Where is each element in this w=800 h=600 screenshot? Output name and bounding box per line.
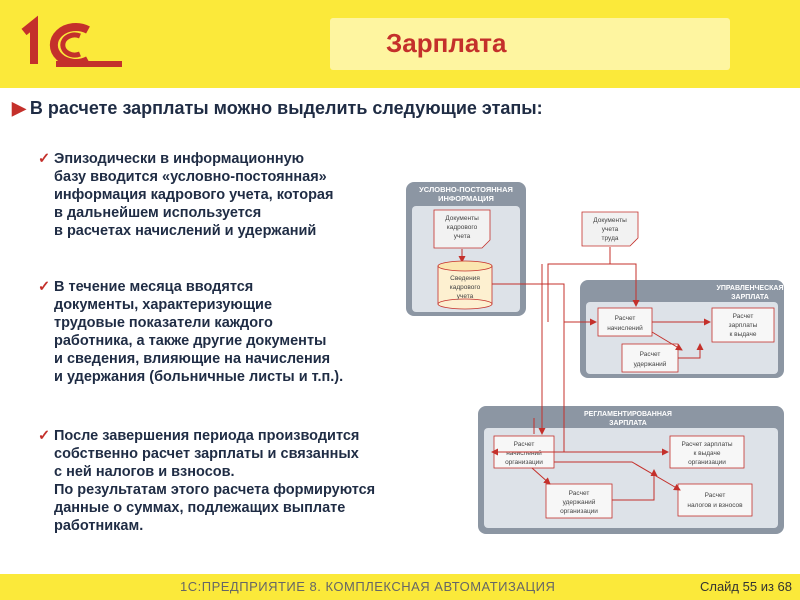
mgmt-deductions-line: Расчет xyxy=(640,351,661,358)
bullet-3-line: собственно расчет зарплаты и связанных xyxy=(54,446,359,462)
reg-deductions-line: организации xyxy=(560,508,598,515)
management-panel-title-line: УПРАВЛЕНЧЕСКАЯ xyxy=(716,285,783,292)
reg-accruals-line: начислений xyxy=(506,449,542,457)
reg-taxes-line: Расчет xyxy=(705,492,726,499)
reg-taxes-box: Расчет налогов и взносов xyxy=(677,483,753,517)
reg-payout-box: Расчет зарплаты к выдаче организации xyxy=(669,435,745,469)
title-panel: Зарплата xyxy=(330,18,730,70)
regulated-panel-title-line: РЕГЛАМЕНТИРОВАННАЯ xyxy=(584,411,672,418)
mgmt-payout-line: зарплаты xyxy=(729,322,758,329)
reg-deductions-line: удержаний xyxy=(563,498,596,506)
mgmt-accruals-line: Расчет xyxy=(615,315,636,322)
checkmark-icon: ✓ xyxy=(38,428,51,444)
checkmark-icon: ✓ xyxy=(38,151,51,167)
labor-documents-line: Документы xyxy=(593,217,627,224)
diagram-connectors xyxy=(491,247,711,501)
hr-documents-box: Документы кадрового учета xyxy=(433,209,491,249)
hr-database-line: Сведения xyxy=(450,275,480,282)
bullet-1-line: информация кадрового учета, которая xyxy=(54,187,334,203)
checkmark-icon: ✓ xyxy=(38,279,51,295)
labor-documents-box: Документы учета труда xyxy=(581,211,639,247)
mgmt-accruals-box: Расчет начислений xyxy=(597,307,653,337)
hr-documents-line: учета xyxy=(454,233,471,240)
slide-header: Зарплата xyxy=(0,0,800,88)
1c-logo-icon xyxy=(21,15,122,67)
bullet-1: ✓ Эпизодически в информационную базу вво… xyxy=(38,150,418,240)
reg-payout-line: Расчет зарплаты xyxy=(681,441,732,448)
slide-title: Зарплата xyxy=(386,28,507,58)
info-panel-title-line: УСЛОВНО-ПОСТОЯННАЯ xyxy=(419,185,513,194)
bullet-1-line: базу вводится «условно-постоянная» xyxy=(54,169,327,185)
reg-accruals-line: организации xyxy=(505,459,543,466)
lead-label: В расчете зарплаты можно выделить следую… xyxy=(29,98,543,118)
mgmt-payout-box: Расчет зарплаты к выдаче xyxy=(711,307,775,343)
bullet-3: ✓ После завершения периода производится … xyxy=(38,427,448,535)
mgmt-deductions-line: удержаний xyxy=(634,360,667,368)
bullet-2-line: и удержания (больничные листы и т.п.). xyxy=(54,369,344,385)
mgmt-accruals-line: начислений xyxy=(607,324,643,332)
bullet-2-line: трудовые показатели каждого xyxy=(54,315,273,331)
labor-documents-line: труда xyxy=(602,235,619,242)
hr-database-line: учета xyxy=(457,293,474,300)
hr-documents-line: кадрового xyxy=(447,224,478,231)
bullet-2-line: документы, характеризующие xyxy=(54,297,273,313)
bullet-3-line: работникам. xyxy=(54,518,144,534)
mgmt-payout-line: к выдаче xyxy=(729,331,756,338)
reg-payout-line: к выдаче xyxy=(693,450,720,457)
labor-documents-line: учета xyxy=(602,226,619,233)
slide-counter: Слайд 55 из 68 xyxy=(699,579,792,594)
bullet-2-line: и сведения, влияющие на начисления xyxy=(54,351,331,367)
management-panel-title-line: ЗАРПЛАТА xyxy=(731,294,769,301)
hr-documents-line: Документы xyxy=(445,215,479,222)
payroll-flow-diagram: УСЛОВНО-ПОСТОЯННАЯ ИНФОРМАЦИЯ Документы … xyxy=(406,182,784,534)
reg-deductions-box: Расчет удержаний организации xyxy=(545,483,613,519)
bullet-1-line: в дальнейшем используется xyxy=(54,205,262,221)
bullet-3-line: с ней налогов и взносов. xyxy=(54,464,235,480)
bullet-1-line: в расчетах начислений и удержаний xyxy=(54,223,317,239)
bullet-2: ✓ В течение месяца вводятся документы, х… xyxy=(38,278,418,386)
bullet-2-line: работника, а также другие документы xyxy=(54,333,327,349)
reg-accruals-line: Расчет xyxy=(514,441,535,448)
bullet-1-line: Эпизодически в информационную xyxy=(54,151,305,167)
lead-text: ▶В расчете зарплаты можно выделить следу… xyxy=(12,98,543,119)
bullet-3-line: По результатам этого расчета формируются xyxy=(54,482,376,498)
bullet-3-line: данные о суммах, подлежащих выплате xyxy=(54,500,346,516)
slide-footer: 1С:ПРЕДПРИЯТИЕ 8. КОМПЛЕКСНАЯ АВТОМАТИЗА… xyxy=(0,574,800,600)
reg-deductions-line: Расчет xyxy=(569,490,590,497)
bullet-3-line: После завершения периода производится xyxy=(54,428,360,444)
mgmt-deductions-box: Расчет удержаний xyxy=(621,343,679,373)
hr-database-cylinder: Сведения кадрового учета xyxy=(437,260,493,310)
hr-database-line: кадрового xyxy=(450,284,481,291)
arrow-icon: ▶ xyxy=(12,98,26,118)
regulated-panel-title-line: ЗАРПЛАТА xyxy=(609,420,647,427)
footer-product: 1С:ПРЕДПРИЯТИЕ 8. КОМПЛЕКСНАЯ АВТОМАТИЗА… xyxy=(180,579,556,594)
reg-taxes-line: налогов и взносов xyxy=(687,502,743,509)
bullet-2-line: В течение месяца вводятся xyxy=(54,279,254,295)
mgmt-payout-line: Расчет xyxy=(733,313,754,320)
reg-payout-line: организации xyxy=(688,459,726,466)
info-panel-title-line: ИНФОРМАЦИЯ xyxy=(438,194,494,203)
